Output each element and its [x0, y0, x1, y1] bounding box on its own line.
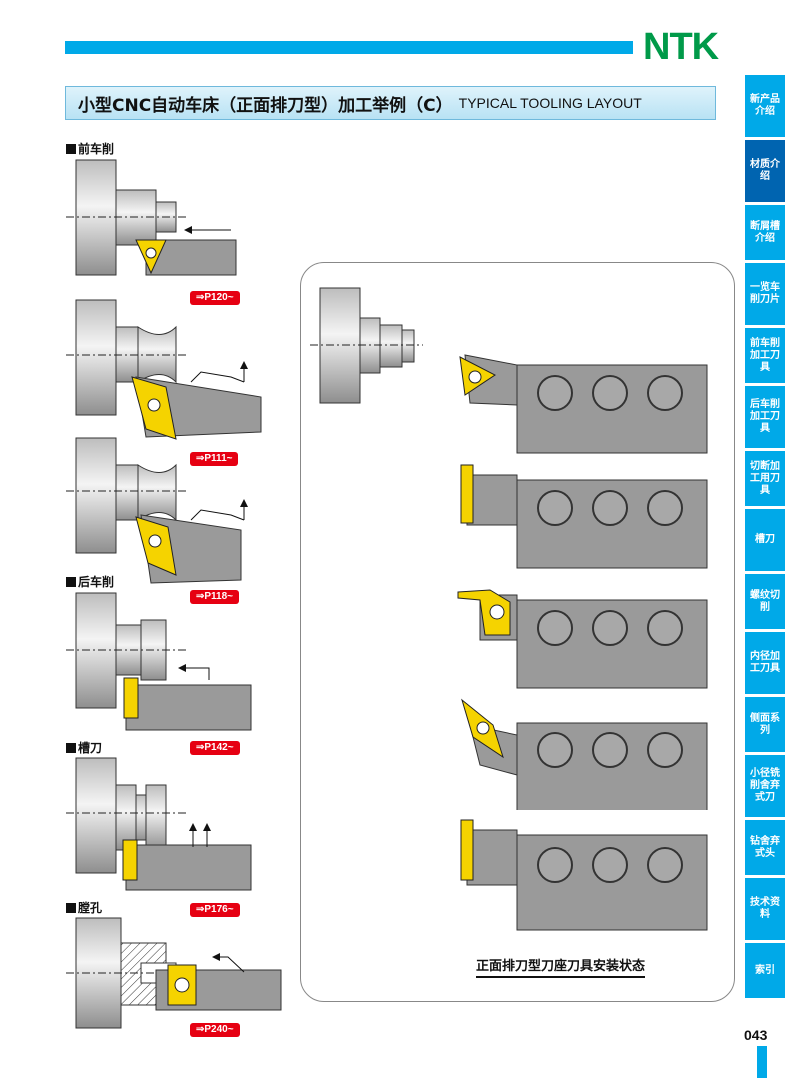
grooving-diagram	[66, 757, 252, 891]
top-accent-bar	[65, 41, 633, 54]
page-title: 小型CNC自动车床（正面排刀型）加工举例（C） TYPICAL TOOLING …	[65, 86, 716, 120]
sidebar-tab-grades[interactable]: 材质介绍	[745, 140, 785, 202]
page-number-bar	[757, 1046, 767, 1078]
page-number: 043	[744, 1027, 768, 1043]
ref-badge-1[interactable]: ⇒P120~	[190, 291, 240, 305]
front-turning-diagram-2	[66, 299, 262, 440]
title-cn: 小型CNC自动车床（正面排刀型）加工举例（C）	[78, 95, 453, 116]
panel-spindle-diagram	[310, 287, 423, 404]
sidebar-tab-technical-data[interactable]: 技术资料	[745, 878, 785, 940]
ref-badge-3[interactable]: ⇒P118~	[190, 590, 240, 604]
ref-badge-5[interactable]: ⇒P176~	[190, 903, 240, 917]
sidebar-tab-threading[interactable]: 螺纹切削	[745, 574, 785, 629]
holder-4	[461, 698, 708, 810]
ref-badge-2[interactable]: ⇒P111~	[190, 452, 239, 466]
sidebar-tab-inserts[interactable]: 一览车削刀片	[745, 263, 785, 325]
sidebar-tab-front-turning[interactable]: 前车削加工刀具	[745, 328, 785, 383]
ref-badge-6[interactable]: ⇒P240~	[190, 1023, 240, 1037]
sidebar-tab-side-series[interactable]: 侧面系列	[745, 697, 785, 752]
ref-badge-4[interactable]: ⇒P142~	[190, 741, 240, 755]
sidebar-tab-drill-heads[interactable]: 钻舍弃式头	[745, 820, 785, 875]
sidebar-tab-chipbreakers[interactable]: 断屑槽介绍	[745, 205, 785, 260]
section-back-turning: 后车削	[66, 573, 114, 590]
sidebar-tab-grooving[interactable]: 槽刀	[745, 509, 785, 571]
ntk-logo: NTK	[643, 26, 719, 68]
section-front-turning: 前车削	[66, 140, 114, 157]
holder-1	[459, 354, 708, 454]
front-turning-diagram-3	[66, 437, 248, 584]
section-boring: 膛孔	[66, 899, 102, 916]
title-en: TYPICAL TOOLING LAYOUT	[458, 95, 642, 111]
holder-2	[460, 464, 708, 569]
holder-3	[457, 589, 708, 689]
sidebar-tab-small-milling[interactable]: 小径铣削舍弃式刀	[745, 755, 785, 817]
sidebar-tab-boring[interactable]: 内径加工刀具	[745, 632, 785, 694]
front-turning-diagram-1	[66, 159, 237, 276]
sidebar-tab-cutoff[interactable]: 切断加工用刀具	[745, 451, 785, 506]
holder-5	[460, 819, 708, 931]
section-grooving: 槽刀	[66, 739, 102, 756]
sidebar-tab-index[interactable]: 索引	[745, 943, 785, 998]
sidebar-tab-new-products[interactable]: 新产品介绍	[745, 75, 785, 137]
sidebar-tab-back-turning[interactable]: 后车削加工刀具	[745, 386, 785, 448]
boring-diagram	[66, 917, 282, 1029]
back-turning-diagram	[66, 592, 252, 731]
panel-caption: 正面排刀型刀座刀具安装状态	[476, 955, 646, 978]
